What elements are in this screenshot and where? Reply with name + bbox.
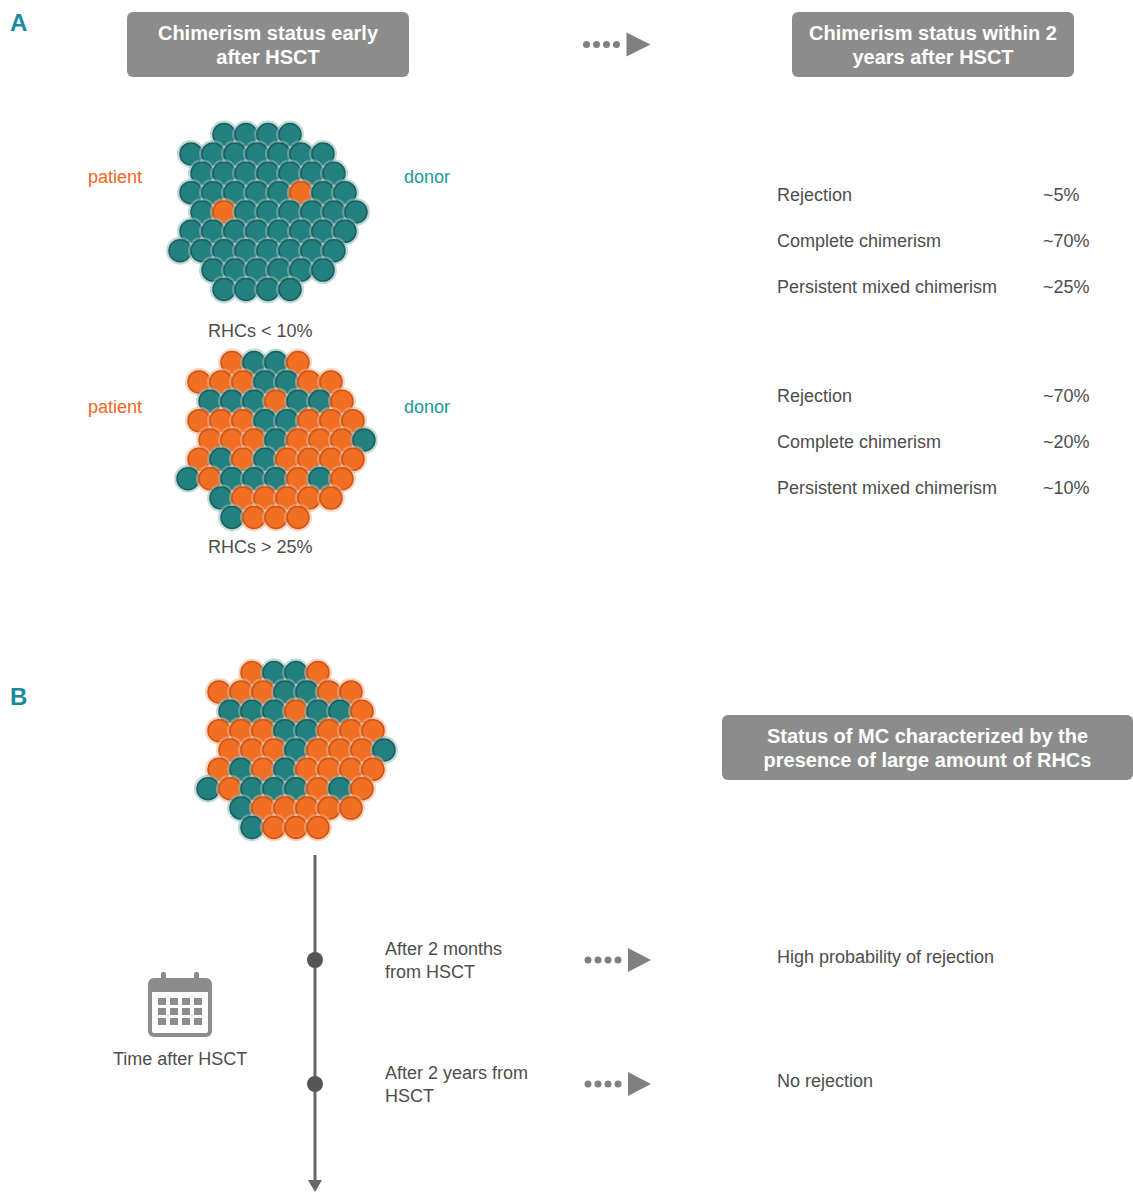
dotted-arrow (585, 948, 652, 972)
label: donor (404, 396, 450, 419)
dotted-arrow (585, 1072, 652, 1096)
label: Rejection (777, 184, 852, 207)
label: RHCs < 10% (208, 320, 313, 343)
donor-cell (312, 259, 334, 281)
panel-letter: B (10, 682, 27, 712)
label: ~70% (1043, 230, 1090, 253)
donor-cell (279, 278, 301, 300)
calendar-cell (194, 1018, 202, 1025)
cell-glow (284, 503, 312, 531)
timeline-dot (307, 952, 323, 968)
calendar-cell (170, 1008, 178, 1015)
label: After 2 years from HSCT (385, 1062, 535, 1107)
donor-cell (257, 278, 279, 300)
label: No rejection (777, 1070, 873, 1093)
patient-cell (263, 816, 285, 838)
dotted-arrow (583, 33, 651, 57)
label: Persistent mixed chimerism (777, 276, 997, 299)
label: ~70% (1043, 385, 1090, 408)
header-box: Chimerism status within 2 years after HS… (792, 12, 1074, 77)
patient-cell (320, 487, 342, 509)
label: ~10% (1043, 477, 1090, 500)
timeline-arrowhead (308, 1180, 322, 1192)
calendar-cell (194, 1008, 202, 1015)
calendar-cell (182, 998, 190, 1005)
header-text: Chimerism status early after HSCT (141, 21, 395, 69)
label: High probability of rejection (777, 946, 994, 969)
calendar-cell (158, 1018, 166, 1025)
label: ~25% (1043, 276, 1090, 299)
cell-glow (309, 256, 337, 284)
cell-glow (317, 484, 345, 512)
donor-cell (235, 278, 257, 300)
cell-cluster (174, 349, 378, 532)
label: ~20% (1043, 431, 1090, 454)
patient-cell (243, 506, 265, 528)
calendar-icon (150, 972, 210, 1035)
label: Complete chimerism (777, 230, 941, 253)
patient-cell (340, 797, 362, 819)
header-text: Chimerism status within 2 years after HS… (806, 21, 1060, 69)
label: Complete chimerism (777, 431, 941, 454)
label: donor (404, 166, 450, 189)
timeline-dot (307, 1076, 323, 1092)
panel-letter: A (10, 8, 27, 38)
label: Persistent mixed chimerism (777, 477, 997, 500)
label: RHCs > 25% (208, 536, 313, 559)
donor-cell (169, 240, 191, 262)
calendar-cell (170, 1018, 178, 1025)
patient-cell (307, 816, 329, 838)
header-text: Status of MC characterized by the presen… (736, 724, 1119, 772)
donor-cell (241, 816, 263, 838)
header-box: Chimerism status early after HSCT (127, 12, 409, 77)
label: After 2 months from HSCT (385, 938, 535, 983)
label: patient (88, 166, 142, 189)
timeline (314, 855, 317, 1180)
label: Rejection (777, 385, 852, 408)
cell-glow (337, 794, 365, 822)
calendar-cell (158, 998, 166, 1005)
donor-cell (221, 506, 243, 528)
label: Time after HSCT (113, 1048, 247, 1071)
patient-cell (285, 816, 307, 838)
cell-glow (276, 275, 304, 303)
donor-cell (177, 468, 199, 490)
patient-cell (265, 506, 287, 528)
header-box: Status of MC characterized by the presen… (722, 715, 1133, 780)
cell-cluster (166, 121, 370, 304)
cell-cluster (194, 659, 398, 842)
calendar-cell (182, 1018, 190, 1025)
donor-cell (213, 278, 235, 300)
cell-glow (304, 813, 332, 841)
calendar-cell (194, 998, 202, 1005)
calendar-cell (158, 1008, 166, 1015)
label: patient (88, 396, 142, 419)
calendar-cell (182, 1008, 190, 1015)
donor-cell (197, 778, 219, 800)
calendar-cell (170, 998, 178, 1005)
label: ~5% (1043, 184, 1080, 207)
patient-cell (287, 506, 309, 528)
